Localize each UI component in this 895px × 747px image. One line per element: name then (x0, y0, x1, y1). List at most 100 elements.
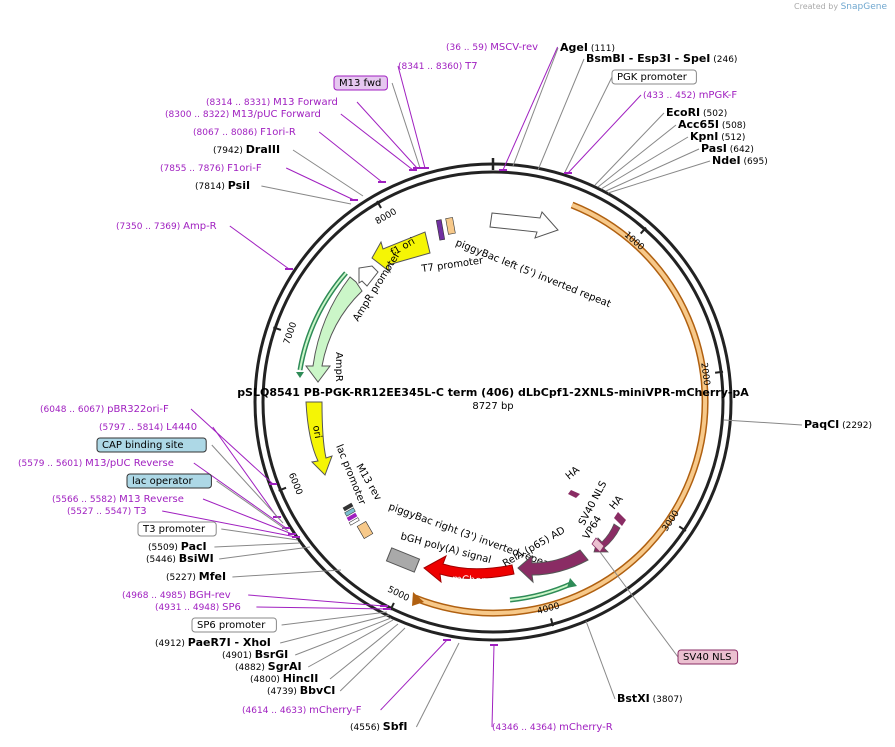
annotation-pasi[interactable]: PasI (642) (605, 142, 754, 192)
annotation-m13-reverse[interactable]: (5566 .. 5582) M13 Reverse (52, 494, 296, 535)
annotation-hincii[interactable]: (4800) HincII (250, 623, 399, 685)
f1-ori-arrow[interactable] (371, 231, 431, 274)
ha-tag-1[interactable] (568, 490, 580, 498)
annotation-mfei[interactable]: (5227) MfeI (166, 569, 342, 583)
rela-p65-arrow[interactable] (517, 549, 589, 584)
annotation-ndei[interactable]: NdeI (695) (607, 154, 768, 194)
annotation-mpgk-f[interactable]: (433 .. 452) mPGK-F (564, 90, 737, 174)
annotation-t3[interactable]: (5527 .. 5547) T3 (67, 506, 300, 538)
tick-label: 7000 (282, 321, 299, 346)
annotation-f1ori-r[interactable]: (8067 .. 8086) F1ori-R (193, 127, 386, 183)
annotation-paqci[interactable]: PaqCI (2292) (723, 418, 872, 431)
annotation-lac-operator[interactable]: lac operator (126, 473, 289, 532)
annotation-text: (8341 .. 8360) T7 (398, 61, 478, 72)
annotation-text: (4912) PaeR7I - XhoI (155, 636, 271, 649)
piggybac-left-arrow[interactable] (489, 211, 559, 239)
tick-mark (678, 525, 687, 532)
leader-line (292, 149, 364, 197)
leader-line (193, 462, 287, 529)
annotation-paci[interactable]: (5509) PacI (148, 540, 301, 553)
feature-piggybac-left-label: piggyBac left (5') inverted repeat (454, 238, 612, 311)
annotation-sp6-promoter[interactable]: SP6 promoter (191, 611, 388, 633)
tick-label: 2000 (698, 362, 711, 386)
annotation-text: M13 fwd (339, 78, 381, 89)
feature-ampr-label: AmpR (333, 352, 344, 382)
annotation-text: CAP binding site (102, 440, 184, 451)
tick-mark (376, 200, 382, 209)
annotation-kpni[interactable]: KpnI (512) (600, 130, 745, 190)
ampr-promoter-arrow[interactable] (358, 265, 379, 287)
annotation-text: AgeI (111) (560, 41, 615, 54)
annotation-text: (4931 .. 4948) SP6 (155, 602, 241, 613)
annotation-mscv-rev[interactable]: (36 .. 59) MSCV-rev (446, 42, 559, 171)
annotation-mcherry-f[interactable]: (4614 .. 4633) mCherry-F (242, 639, 451, 716)
annotation-text: Acc65I (508) (678, 118, 746, 131)
annotation-paer7i[interactable]: (4912) PaeR7I - XhoI (155, 614, 390, 649)
leader-line (339, 627, 406, 692)
annotation-text: (7350 .. 7369) Amp-R (116, 221, 217, 232)
annotation-text: EcoRI (502) (666, 106, 727, 119)
annotation-cap-binding-site[interactable]: CAP binding site (96, 437, 284, 524)
annotation-pbr322ori-f[interactable]: (6048 .. 6067) pBR322ori-F (40, 404, 277, 485)
ori-arrow[interactable] (305, 401, 333, 476)
annotation-ecori[interactable]: EcoRI (502) (594, 106, 727, 186)
annotation-t7[interactable]: (8341 .. 8360) T7 (397, 61, 478, 169)
annotation-sbfi[interactable]: (4556) SbfI (350, 642, 460, 733)
annotation-text: (433 .. 452) mPGK-F (643, 90, 737, 101)
annotation-text: KpnI (512) (690, 130, 745, 143)
annotation-text: (5446) BsiWI (146, 552, 214, 565)
annotation-sv40-nls[interactable]: SV40 NLS (599, 551, 739, 665)
annotation-text: lac operator (132, 476, 193, 487)
leader-line (599, 551, 679, 658)
leader-line (221, 528, 299, 541)
annotation-text: (4739) BbvCI (267, 684, 335, 697)
lac-marker-cluster[interactable] (342, 502, 374, 539)
annotation-bsiwi[interactable]: (5446) BsiWI (146, 546, 311, 565)
annotation-m13-forward[interactable]: (8314 .. 8331) M13 Forward (206, 97, 421, 169)
annotation-f1ori-f[interactable]: (7855 .. 7876) F1ori-F (160, 163, 358, 201)
annotation-bsrgi[interactable]: (4901) BsrGI (222, 617, 392, 661)
annotation-text: (36 .. 59) MSCV-rev (446, 42, 538, 53)
annotation-mcherry-r[interactable]: (4346 .. 4364) mCherry-R (490, 644, 613, 733)
label-box (333, 75, 388, 91)
annotation-bsmbi[interactable]: BsmBI - Esp3I - SpeI (246) (537, 52, 737, 171)
annotation-bbvci[interactable]: (4739) BbvCI (267, 627, 406, 697)
leader-line (280, 614, 390, 644)
annotation-bgh-rev[interactable]: (4968 .. 4985) BGH-rev (122, 590, 388, 607)
annotation-t3-promoter[interactable]: T3 promoter (137, 521, 299, 541)
ampr-arrow[interactable] (305, 276, 363, 383)
leader-line (597, 124, 677, 188)
mcherry-arrow[interactable] (423, 554, 515, 584)
map-title: pSLQ8541 PB-PGK-RR12EE345L-C term (406) … (237, 386, 749, 399)
annotation-draiii[interactable]: (7942) DraIII (213, 143, 364, 197)
outer-annotations: (36 .. 59) MSCV-rev (8341 .. 8360) T7 M13 … (18, 41, 872, 733)
leader-line (537, 58, 585, 171)
ha-tag-2[interactable] (614, 512, 626, 526)
annotation-psii[interactable]: (7814) PsiI (195, 179, 352, 205)
annotation-text: NdeI (695) (712, 154, 768, 167)
annotation-text: (7942) DraIII (213, 143, 280, 156)
bgh-polya-box[interactable] (385, 547, 421, 573)
annotation-text: (4614 .. 4633) mCherry-F (242, 705, 362, 716)
annotation-sgrai[interactable]: (4882) SgrAI (235, 619, 394, 673)
annotation-pgk-promoter[interactable]: PGK promoter (564, 69, 697, 173)
annotation-acc65i[interactable]: Acc65I (508) (597, 118, 746, 188)
tick-mark (549, 618, 554, 627)
t7-orange-marker[interactable] (445, 217, 456, 235)
annotation-m13-fwd[interactable]: M13 fwd (333, 75, 421, 169)
map-size: 8727 bp (472, 401, 513, 412)
annotation-amp-r[interactable]: (7350 .. 7369) Amp-R (116, 221, 293, 270)
annotation-text: BstXI (3807) (617, 692, 683, 705)
t7-promoter-marker[interactable] (435, 219, 446, 241)
leader-line (261, 185, 352, 205)
snapgene-logo-text: SnapGene (840, 2, 887, 12)
annotation-sp6[interactable]: (4931 .. 4948) SP6 (155, 602, 391, 613)
annotation-bstxi[interactable]: BstXI (3807) (585, 620, 683, 705)
annotation-text: (5527 .. 5547) T3 (67, 506, 147, 517)
annotation-text: (5579 .. 5601) M13/pUC Reverse (18, 458, 174, 469)
leader-line (285, 167, 355, 201)
green-arcs (296, 271, 577, 603)
annotation-text: (5797 .. 5814) L4440 (99, 422, 197, 433)
annotation-agei[interactable]: AgeI (111) (512, 41, 615, 167)
annotation-m13-puc-forward[interactable]: (8300 .. 8322) M13/pUC Forward (165, 109, 417, 171)
